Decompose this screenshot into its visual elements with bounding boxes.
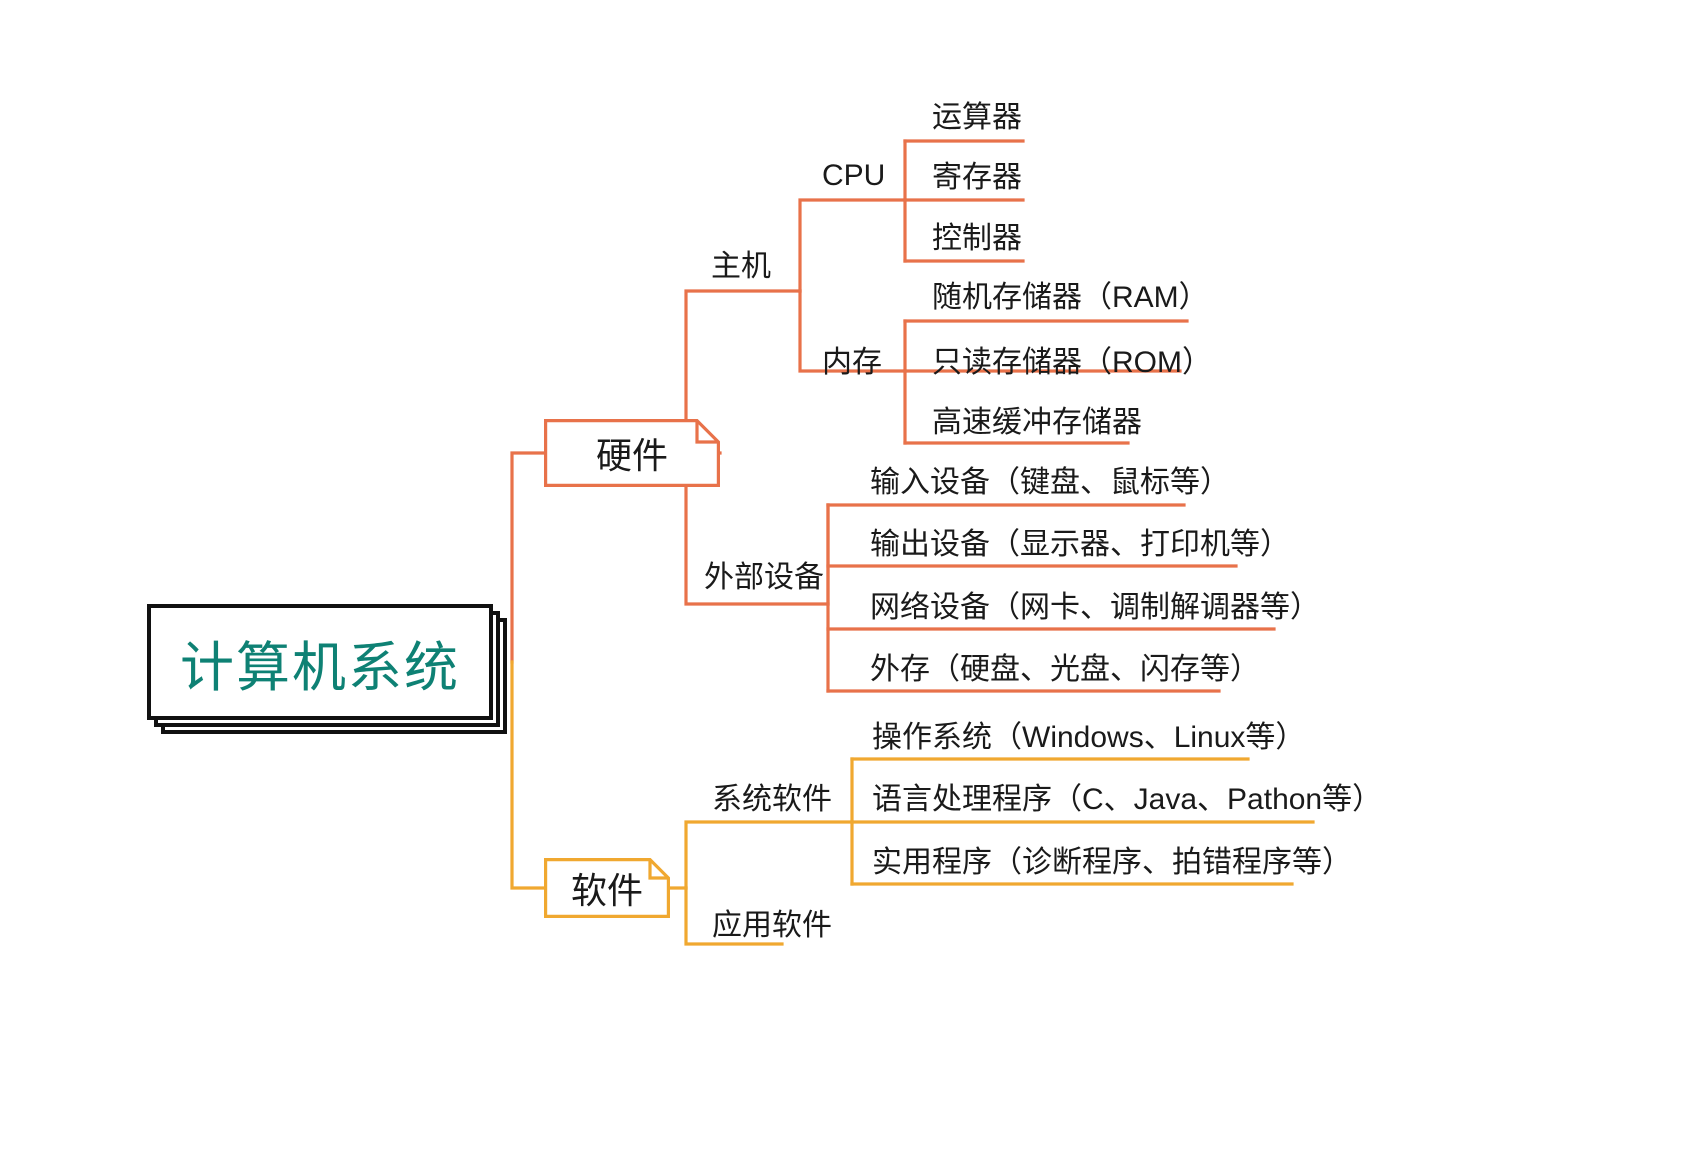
leaf-label[interactable]: 寄存器	[932, 161, 1022, 194]
node-software-label: 软件	[570, 870, 643, 911]
root-node[interactable]: 计算机系统	[147, 604, 507, 734]
hardware-box-shape	[544, 419, 720, 487]
leaf-label[interactable]: 高速缓冲存储器	[932, 406, 1142, 439]
node-cpu-label[interactable]: CPU	[822, 159, 886, 192]
leaf-label[interactable]: 语言处理程序（C、Java、Pathon等）	[872, 783, 1383, 816]
node-software[interactable]: 软件	[544, 858, 670, 918]
node-application-software-label[interactable]: 应用软件	[712, 909, 832, 942]
leaf-label[interactable]: 实用程序（诊断程序、拍错程序等）	[872, 846, 1352, 879]
leaf-label[interactable]: 输入设备（键盘、鼠标等）	[870, 466, 1230, 499]
node-system-software-label[interactable]: 系统软件	[712, 783, 832, 816]
leaf-label[interactable]: 网络设备（网卡、调制解调器等）	[870, 591, 1320, 624]
node-host-label[interactable]: 主机	[711, 250, 771, 283]
leaf-label[interactable]: 控制器	[932, 222, 1022, 255]
node-peripherals-label[interactable]: 外部设备	[704, 561, 824, 594]
leaf-label[interactable]: 运算器	[932, 101, 1022, 134]
leaf-label[interactable]: 外存（硬盘、光盘、闪存等）	[870, 653, 1260, 686]
root-node-label: 计算机系统	[180, 637, 460, 698]
leaf-label[interactable]: 操作系统（Windows、Linux等）	[872, 721, 1306, 754]
node-hardware-label: 硬件	[595, 435, 668, 476]
node-memory-label[interactable]: 内存	[822, 346, 882, 379]
software-box-shape	[544, 858, 670, 918]
node-hardware[interactable]: 硬件	[544, 419, 720, 487]
root-node-box[interactable]: 计算机系统	[147, 604, 493, 720]
leaf-label[interactable]: 输出设备（显示器、打印机等）	[870, 528, 1290, 561]
leaf-label[interactable]: 只读存储器（ROM）	[932, 346, 1212, 379]
leaf-label[interactable]: 随机存储器（RAM）	[932, 281, 1209, 314]
